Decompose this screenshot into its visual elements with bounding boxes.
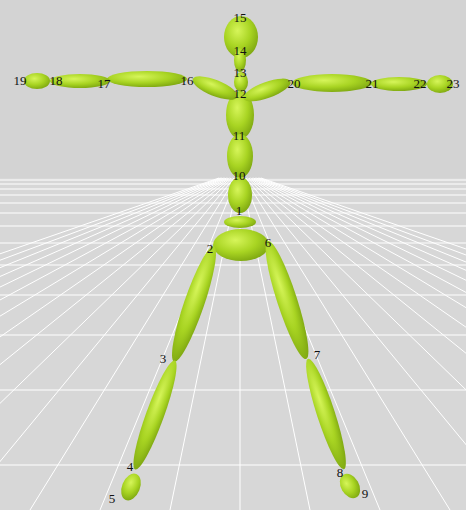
skeleton-bones bbox=[24, 16, 453, 503]
grid-line bbox=[243, 178, 380, 510]
leg-bone bbox=[258, 238, 315, 362]
sky-background bbox=[0, 0, 466, 178]
leg-bone bbox=[165, 243, 224, 365]
callout-number: 23 bbox=[447, 77, 460, 90]
callout-number: 2 bbox=[207, 242, 214, 255]
callout-number: 8 bbox=[337, 466, 344, 479]
clavicle-bone bbox=[190, 72, 240, 105]
grid-line bbox=[0, 178, 234, 510]
arm-bone bbox=[371, 77, 427, 91]
callout-number: 1 bbox=[236, 204, 243, 217]
leg-bone bbox=[127, 357, 184, 472]
callout-number: 12 bbox=[234, 87, 247, 100]
callout-number: 15 bbox=[234, 11, 247, 24]
foot-bone bbox=[117, 471, 144, 504]
floor-plane bbox=[0, 178, 466, 510]
grid-line bbox=[0, 178, 228, 510]
callout-number: 7 bbox=[314, 348, 321, 361]
grid-line bbox=[257, 178, 466, 510]
callout-number: 5 bbox=[109, 492, 116, 505]
arm-bone bbox=[292, 74, 372, 92]
callout-number: 18 bbox=[50, 74, 63, 87]
callout-number: 10 bbox=[233, 169, 246, 182]
hand-bone bbox=[24, 73, 50, 89]
callout-number: 14 bbox=[234, 44, 247, 57]
callout-number: 19 bbox=[14, 74, 27, 87]
callout-number: 13 bbox=[234, 66, 247, 79]
callout-number: 20 bbox=[288, 77, 301, 90]
grid-line bbox=[254, 178, 466, 510]
grid-line bbox=[252, 178, 466, 510]
callout-number: 3 bbox=[160, 352, 167, 365]
grid-line bbox=[0, 178, 224, 510]
callout-number: 11 bbox=[233, 129, 246, 142]
grid-line bbox=[261, 178, 466, 510]
grid-line bbox=[0, 390, 466, 391]
grid-line bbox=[0, 295, 466, 296]
callout-number: 16 bbox=[181, 74, 194, 87]
callout-number: 21 bbox=[366, 77, 379, 90]
callout-number: 9 bbox=[362, 487, 369, 500]
leg-bone bbox=[300, 356, 353, 472]
spine-bone bbox=[224, 216, 256, 228]
grid-line bbox=[246, 178, 466, 510]
arm-bone bbox=[107, 71, 187, 87]
callout-number: 6 bbox=[265, 236, 272, 249]
pelvis-bone bbox=[213, 229, 269, 261]
grid-line bbox=[260, 178, 466, 510]
callout-number: 4 bbox=[127, 460, 134, 473]
grid-line bbox=[258, 178, 466, 510]
grid-line bbox=[0, 178, 231, 510]
grid-line bbox=[100, 178, 237, 510]
floor-grid bbox=[0, 178, 466, 510]
callout-number: 22 bbox=[414, 77, 427, 90]
grid-line bbox=[0, 178, 233, 510]
grid-line bbox=[0, 178, 225, 510]
clavicle-bone bbox=[241, 74, 293, 106]
grid-line bbox=[0, 178, 230, 510]
callout-number: 17 bbox=[98, 77, 111, 90]
grid-line bbox=[0, 465, 466, 466]
grid-line bbox=[255, 178, 466, 510]
grid-line bbox=[0, 213, 466, 214]
